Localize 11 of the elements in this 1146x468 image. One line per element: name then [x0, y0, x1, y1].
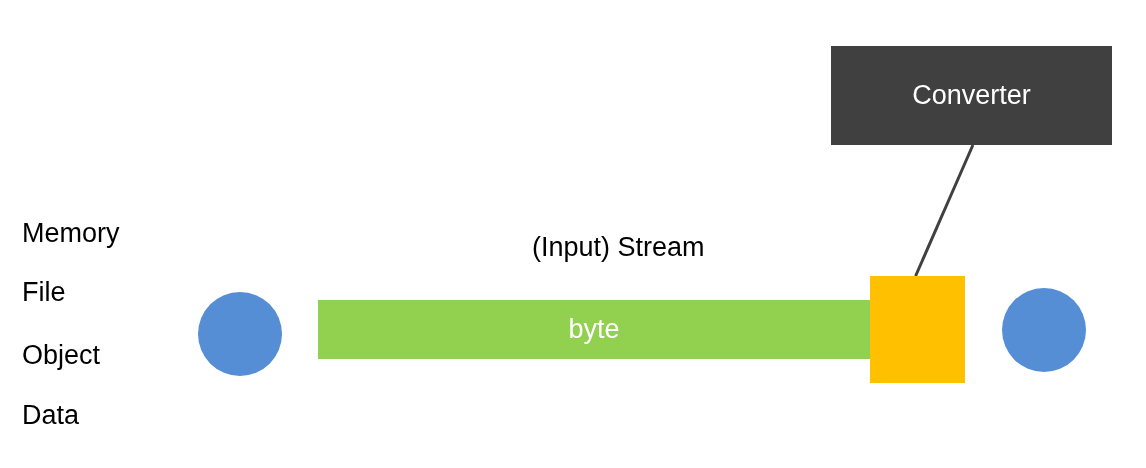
- byte-stream-bar: [318, 300, 870, 359]
- data-source-label: File: [22, 277, 66, 308]
- data-source-label: Memory: [22, 218, 120, 249]
- connector-line: [914, 144, 975, 277]
- converter-box: [831, 46, 1112, 145]
- stream-label: (Input) Stream: [532, 232, 705, 263]
- data-source-label: Object: [22, 340, 101, 371]
- data-source-label: Data: [22, 400, 80, 431]
- node-label: Converter: [912, 80, 1031, 111]
- node-label: byte: [568, 314, 620, 345]
- square-node: [870, 276, 965, 383]
